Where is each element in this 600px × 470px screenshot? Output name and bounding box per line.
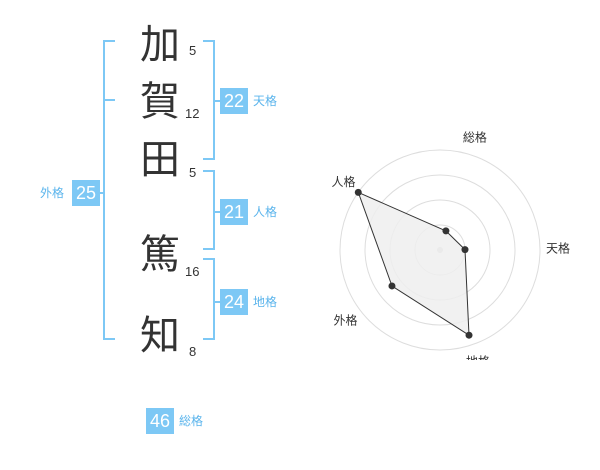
name-char-5: 知 [140,313,180,359]
radar-ring [364,174,516,326]
chikaku-label: 地格 [253,295,278,309]
stroke-count-3: 5 [189,165,197,180]
jinkaku-connector [213,211,221,213]
radar-point-2 [461,246,469,254]
radar-series-polygon [357,191,470,337]
stroke-count-4: 16 [185,264,200,279]
radar-axis-label-5: 人格 [332,174,356,189]
chikaku-bracket [203,258,215,340]
soukaku-badge: 46 [146,408,174,434]
radar-axis-label-3: 地格 [466,354,490,360]
tenkaku-label: 天格 [253,94,278,108]
stroke-count-2: 12 [185,106,200,121]
radar-points [354,188,473,339]
soukaku-label: 総格 [179,414,204,428]
radar-point-1 [442,227,450,235]
stroke-count-1: 5 [189,43,197,58]
tenkaku-connector [213,100,221,102]
name-char-1: 加 [140,22,180,68]
radar-point-4 [388,282,396,290]
radar-point-5 [354,188,362,196]
name-char-4: 篤 [140,232,180,278]
tenkaku-badge: 22 [220,88,248,114]
name-char-3: 田 [140,137,180,183]
radar-point-3 [465,331,473,339]
radar-ring [339,149,541,351]
gaikaku-badge: 25 [72,180,100,206]
jinkaku-label: 人格 [253,205,278,219]
gaikaku-label: 外格 [40,186,65,200]
radar-axis-label-2: 天格 [546,240,570,255]
radar-axis-label-4: 外格 [334,313,358,328]
jinkaku-badge: 21 [220,199,248,225]
radar-chart: 総格天格地格 外格 人格 [332,129,570,360]
name-char-2: 賀 [140,79,180,125]
gaikaku-connector [99,192,105,194]
radar-axis-labels: 総格天格地格 外格 人格 [332,129,570,360]
jinkaku-bracket [203,170,215,250]
stroke-count-5: 8 [189,344,197,359]
radar-axis-label-1: 総格 [463,129,487,144]
gaikaku-bracket [103,40,115,340]
chikaku-badge: 24 [220,289,248,315]
chikaku-connector [213,301,221,303]
